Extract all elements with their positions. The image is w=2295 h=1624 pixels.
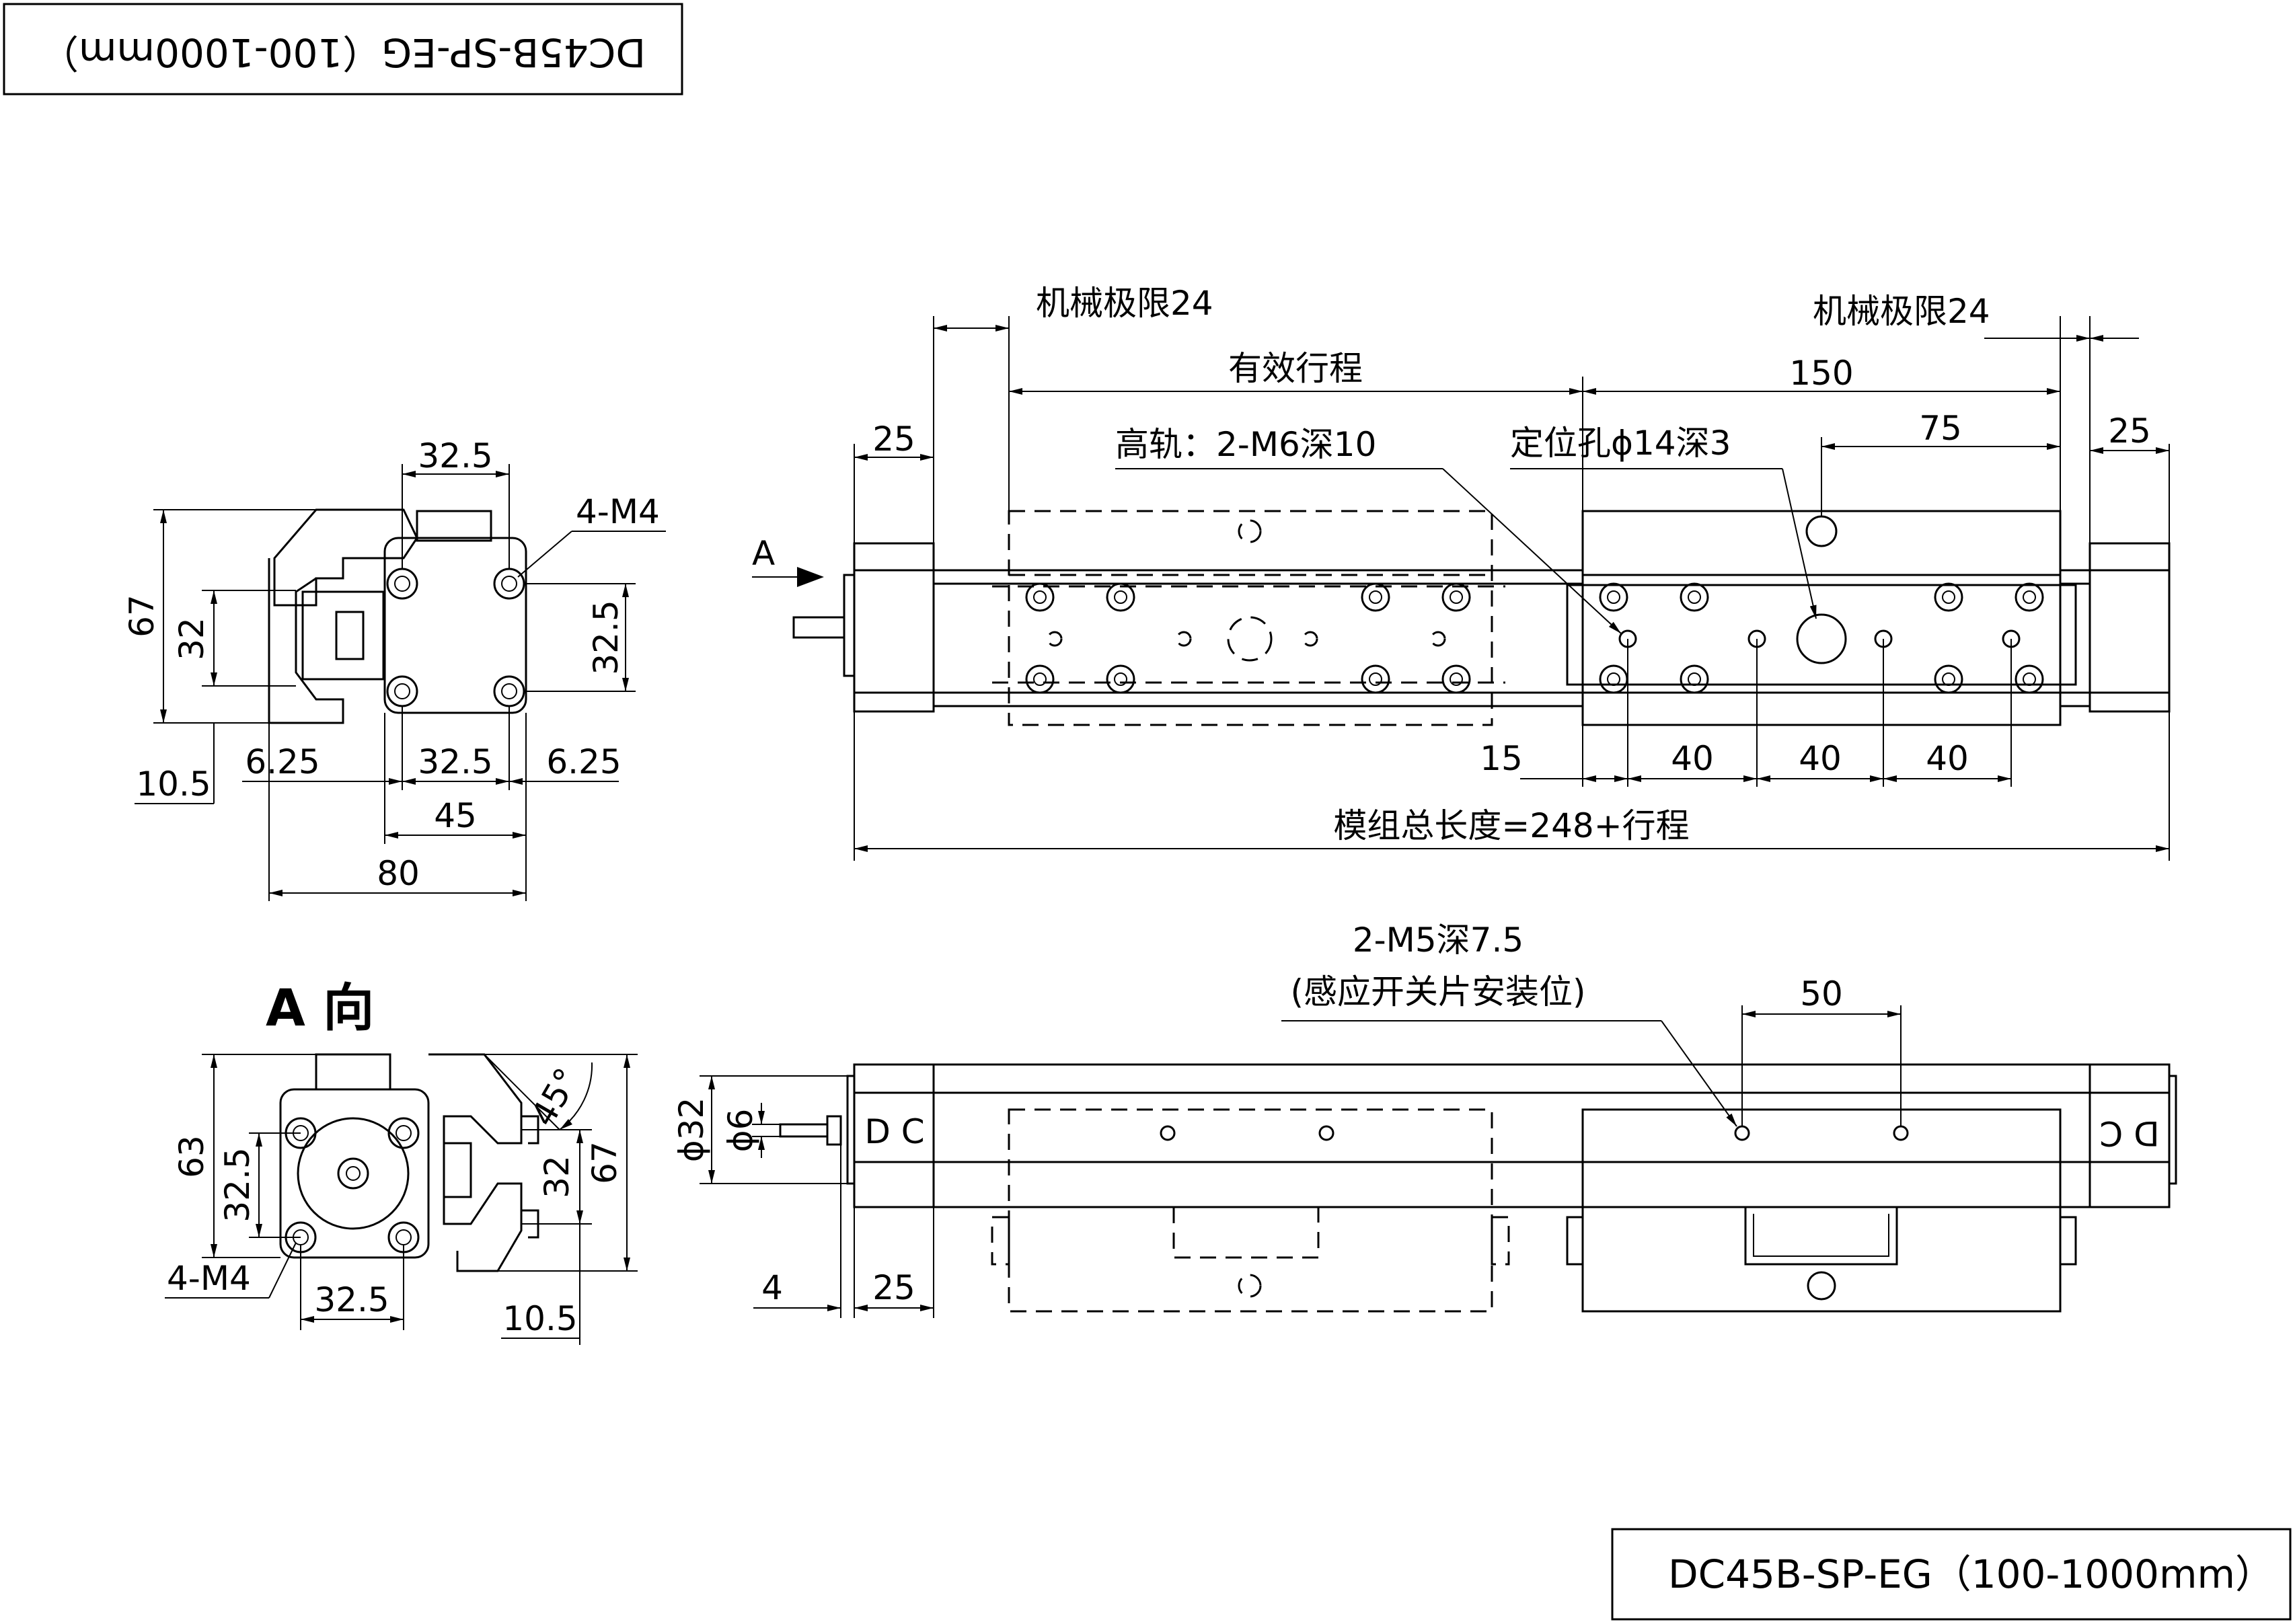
dim-label: 机械极限24	[1036, 284, 1213, 323]
screw-hole-icon	[1106, 664, 1135, 694]
dim-label: 6.25	[546, 742, 621, 781]
screw-hole-icon	[1680, 582, 1709, 612]
dim-label: 32	[172, 617, 211, 660]
dim-label: 45	[434, 796, 477, 835]
model-text: DC45B-SP-EG（100-1000mm）	[1668, 1551, 2274, 1597]
title-block-bottom: DC45B-SP-EG（100-1000mm）	[1611, 1528, 2292, 1621]
dc-label-flipped: D C	[2099, 1114, 2159, 1153]
view-label: A 向	[266, 978, 374, 1038]
dim-label: 4	[761, 1268, 783, 1307]
dim-label: 32.5	[418, 436, 492, 475]
dim-label: 25	[872, 1268, 915, 1307]
dim-label: 75	[1919, 409, 1962, 448]
dc-label: D C	[864, 1112, 924, 1151]
dim-label: 40	[1799, 739, 1842, 778]
screw-hole-icon	[1934, 664, 1963, 694]
screw-hole-icon	[2015, 582, 2044, 612]
screw-hole-icon	[1680, 664, 1709, 694]
view-arrow-label: A	[752, 534, 775, 573]
screw-hole-icon	[1441, 664, 1471, 694]
dim-label: 10.5	[502, 1299, 577, 1338]
carriage	[1581, 1108, 2062, 1313]
dim-label: 150	[1789, 354, 1853, 393]
screw-hole-icon	[1361, 664, 1390, 694]
dim-label: 25	[2108, 412, 2151, 451]
dim-label: ϕ6	[721, 1109, 760, 1153]
a-view: A 向 63 32.5 32 67	[165, 978, 638, 1345]
note-label: 2-M5深7.5	[1353, 921, 1523, 960]
dim-label: 模组总长度=248+行程	[1333, 806, 1689, 845]
screw-hole-icon	[386, 675, 418, 707]
dim-label: 50	[1800, 974, 1843, 1013]
dim-label: 63	[172, 1135, 211, 1178]
top-view: A 机械极限24 机械极限24 有效行程 150 25 25	[752, 284, 2171, 861]
left-end-cap	[853, 542, 935, 713]
screw-hole-icon	[386, 568, 418, 600]
dim-label: 有效行程	[1228, 349, 1363, 388]
dim-label: ϕ32	[672, 1097, 711, 1163]
motor-flange	[383, 537, 527, 714]
screw-hole-icon	[1441, 582, 1471, 612]
dim-label: 40	[1671, 739, 1714, 778]
screw-hole-icon	[1361, 582, 1390, 612]
dim-label: 32.5	[218, 1147, 257, 1222]
dim-label: 45°	[523, 1062, 587, 1133]
model-text-flipped: DC45B-SP-EG（100-1000mm）	[40, 30, 646, 75]
dim-label: 32.5	[587, 600, 626, 674]
screw-hole-icon	[1106, 582, 1135, 612]
screw-hole-icon	[1599, 582, 1628, 612]
dim-label: 机械极限24	[1813, 292, 1990, 331]
dim-label: 67	[122, 594, 161, 637]
side-view: D C D C 2-M5深7.5 (感应开关片安装位) 50	[672, 921, 2177, 1318]
dim-label: 67	[585, 1141, 624, 1184]
screw-hole-icon	[493, 675, 525, 707]
screw-hole-icon	[2015, 664, 2044, 694]
screw-hole-icon	[1025, 664, 1055, 694]
note-label: 定位孔ϕ14深3	[1510, 424, 1731, 463]
dim-label: 25	[872, 420, 915, 459]
dim-label: 15	[1480, 739, 1523, 778]
dim-label: 10.5	[136, 765, 211, 804]
dim-label: 32.5	[418, 742, 492, 781]
end-view: 32.5 4-M4 67 32 32.5 10.5 6.25	[122, 436, 666, 901]
dim-label: 80	[377, 854, 420, 893]
note-label: 高轨：2-M6深10	[1115, 425, 1376, 464]
right-end-cap	[2089, 542, 2171, 713]
dim-label: 32	[537, 1155, 576, 1198]
screw-hole-icon	[493, 568, 525, 600]
note-label: 4-M4	[576, 492, 660, 531]
dim-label: 40	[1926, 739, 1969, 778]
motor-flange	[279, 1088, 430, 1259]
screw-hole-icon	[387, 1117, 420, 1149]
locating-hole-icon	[1796, 613, 1847, 664]
dim-label: 32.5	[314, 1280, 389, 1319]
note-label: 4-M4	[167, 1259, 251, 1298]
dim-label: 6.25	[245, 742, 319, 781]
note-label: (感应开关片安装位)	[1290, 972, 1585, 1011]
screw-hole-icon	[1025, 582, 1055, 612]
title-block-top-flipped: DC45B-SP-EG（100-1000mm）	[3, 3, 683, 95]
screw-hole-icon	[1934, 582, 1963, 612]
